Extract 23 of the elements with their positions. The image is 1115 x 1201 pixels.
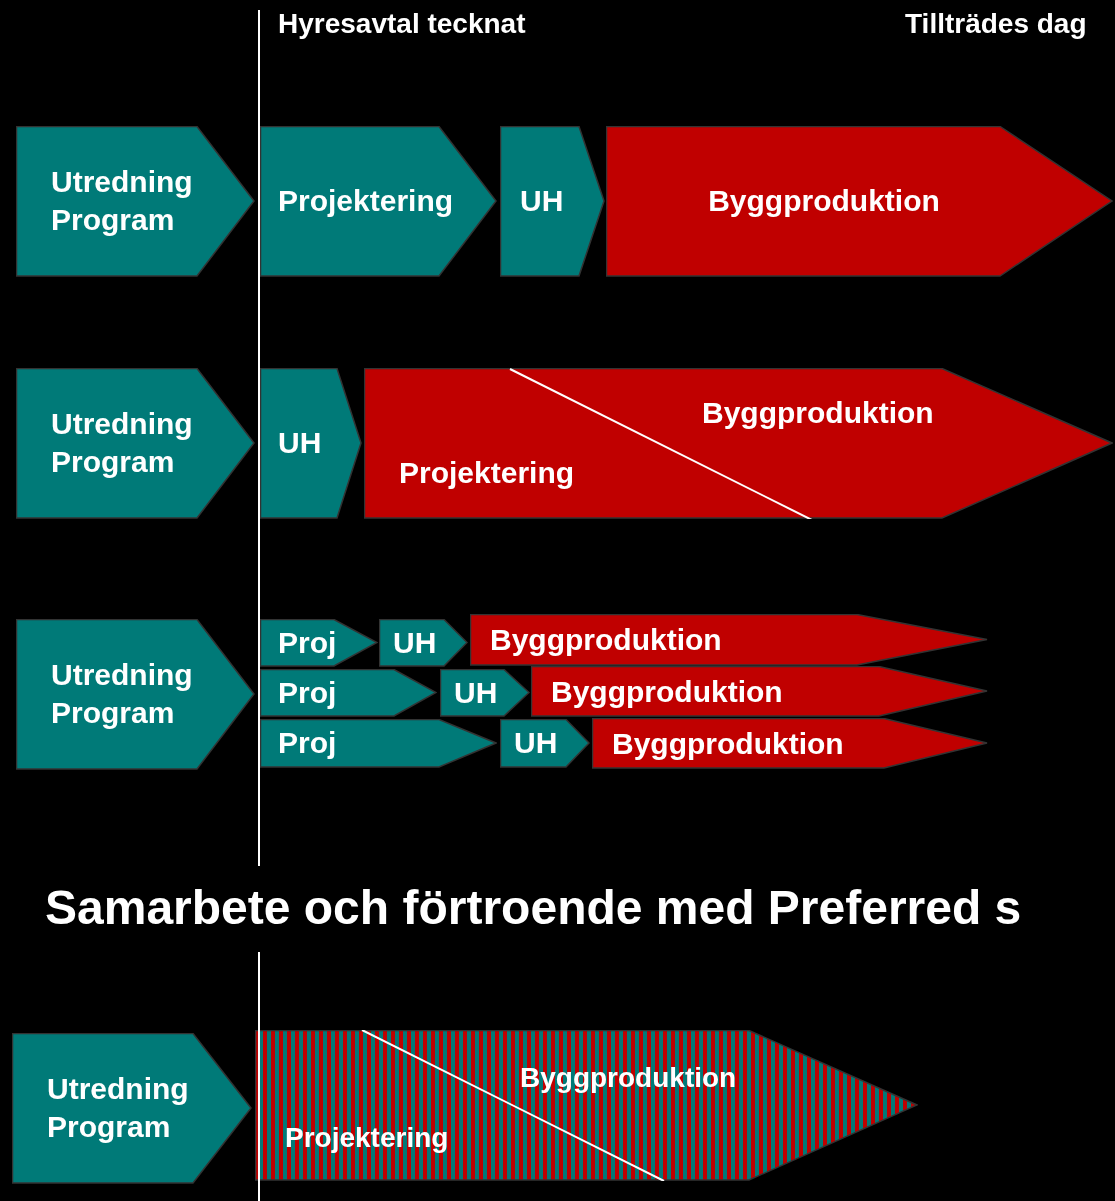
phase-label: Utredning Program bbox=[51, 405, 194, 480]
phase-label: Utredning Program bbox=[51, 656, 194, 731]
phase-label: UH bbox=[454, 674, 498, 711]
phase-label: Byggproduktion bbox=[612, 725, 844, 762]
phase-label: Byggproduktion bbox=[490, 621, 722, 658]
phase-label: UH bbox=[278, 424, 322, 461]
phase-label: Utredning Program bbox=[47, 1070, 190, 1145]
phase-label: Proj bbox=[278, 674, 337, 711]
milestone-label: Tillträdes dag bbox=[905, 8, 1087, 40]
phase-label: Utredning Program bbox=[51, 163, 194, 238]
phase-label: Projektering bbox=[278, 182, 454, 219]
section-heading: Samarbete och förtroende med Preferred s bbox=[45, 880, 1022, 935]
phase-label: Projektering bbox=[399, 454, 575, 491]
phase-label: Byggproduktion bbox=[707, 182, 941, 219]
phase-label: Projektering bbox=[285, 1121, 449, 1156]
phase-label: Proj bbox=[278, 624, 337, 661]
phase-label: UH bbox=[393, 624, 437, 661]
phase-label: UH bbox=[514, 724, 558, 761]
phase-label: Byggproduktion bbox=[551, 673, 783, 710]
phase-label: Byggproduktion bbox=[702, 394, 934, 431]
milestone-label: Hyresavtal tecknat bbox=[278, 8, 526, 40]
phase-label: Proj bbox=[278, 724, 337, 761]
phase-label: UH bbox=[520, 182, 564, 219]
